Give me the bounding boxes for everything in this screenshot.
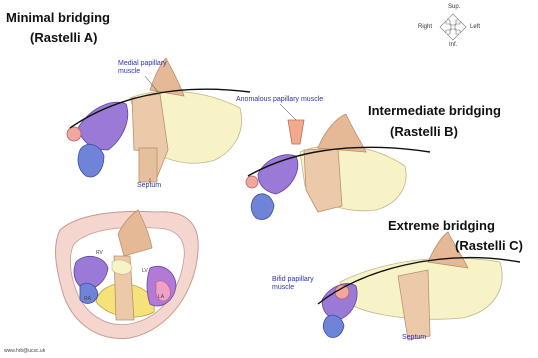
- minimal-blue-leaflet: [78, 144, 104, 177]
- extreme-papillary-label: Bifid papillary muscle: [272, 276, 314, 292]
- compass-left-arrow: [440, 21, 451, 33]
- panel-minimal-illustration: [67, 58, 250, 183]
- intermediate-papillary-cone: [318, 114, 366, 152]
- ring-label-lv: LV: [142, 268, 148, 274]
- minimal-papillary-label: Medial papillary muscle: [118, 60, 167, 76]
- panel-intermediate-illustration: [246, 104, 430, 220]
- extreme-pink-node: [335, 285, 349, 299]
- intermediate-subtitle: (Rastelli B): [390, 124, 458, 139]
- orientation-sup: Sup.: [448, 4, 460, 10]
- intermediate-blue-leaflet: [251, 194, 274, 220]
- extreme-subtitle: (Rastelli C): [455, 238, 523, 253]
- intermediate-papillary-label: Anomalous papillary muscle: [236, 96, 323, 104]
- extreme-septum-label: Septum: [402, 334, 426, 342]
- extreme-tan-septum: [398, 270, 430, 340]
- ring-label-rv: RV: [96, 250, 103, 256]
- minimal-pink-node: [67, 127, 81, 141]
- ring-illustration: [56, 210, 199, 338]
- compass-down-arrow: [447, 29, 459, 40]
- minimal-subtitle: (Rastelli A): [30, 30, 97, 45]
- intermediate-leader-papillary: [280, 104, 296, 120]
- intermediate-pink-node: [246, 176, 258, 188]
- ring-label-ra: RA: [84, 296, 91, 302]
- intermediate-purple-leaflet: [258, 155, 298, 194]
- minimal-septum-column: [139, 148, 157, 182]
- orientation-left: Left: [470, 24, 480, 30]
- compass-right-arrow: [455, 21, 466, 33]
- ring-label-la: LA: [158, 294, 164, 300]
- intermediate-title: Intermediate bridging: [368, 103, 501, 118]
- orientation-inf: Inf.: [449, 42, 457, 48]
- orientation-right: Right: [418, 24, 432, 30]
- footer-credit: www.hrb@ucsc.uk: [4, 348, 45, 354]
- orientation-compass: [440, 14, 466, 40]
- intermediate-tan-septum: [304, 148, 342, 212]
- compass-up-arrow: [447, 14, 459, 25]
- minimal-septum-label: Septum: [137, 182, 161, 190]
- minimal-title: Minimal bridging: [6, 10, 110, 25]
- extreme-title: Extreme bridging: [388, 218, 495, 233]
- intermediate-anomalous-muscle: [288, 120, 304, 144]
